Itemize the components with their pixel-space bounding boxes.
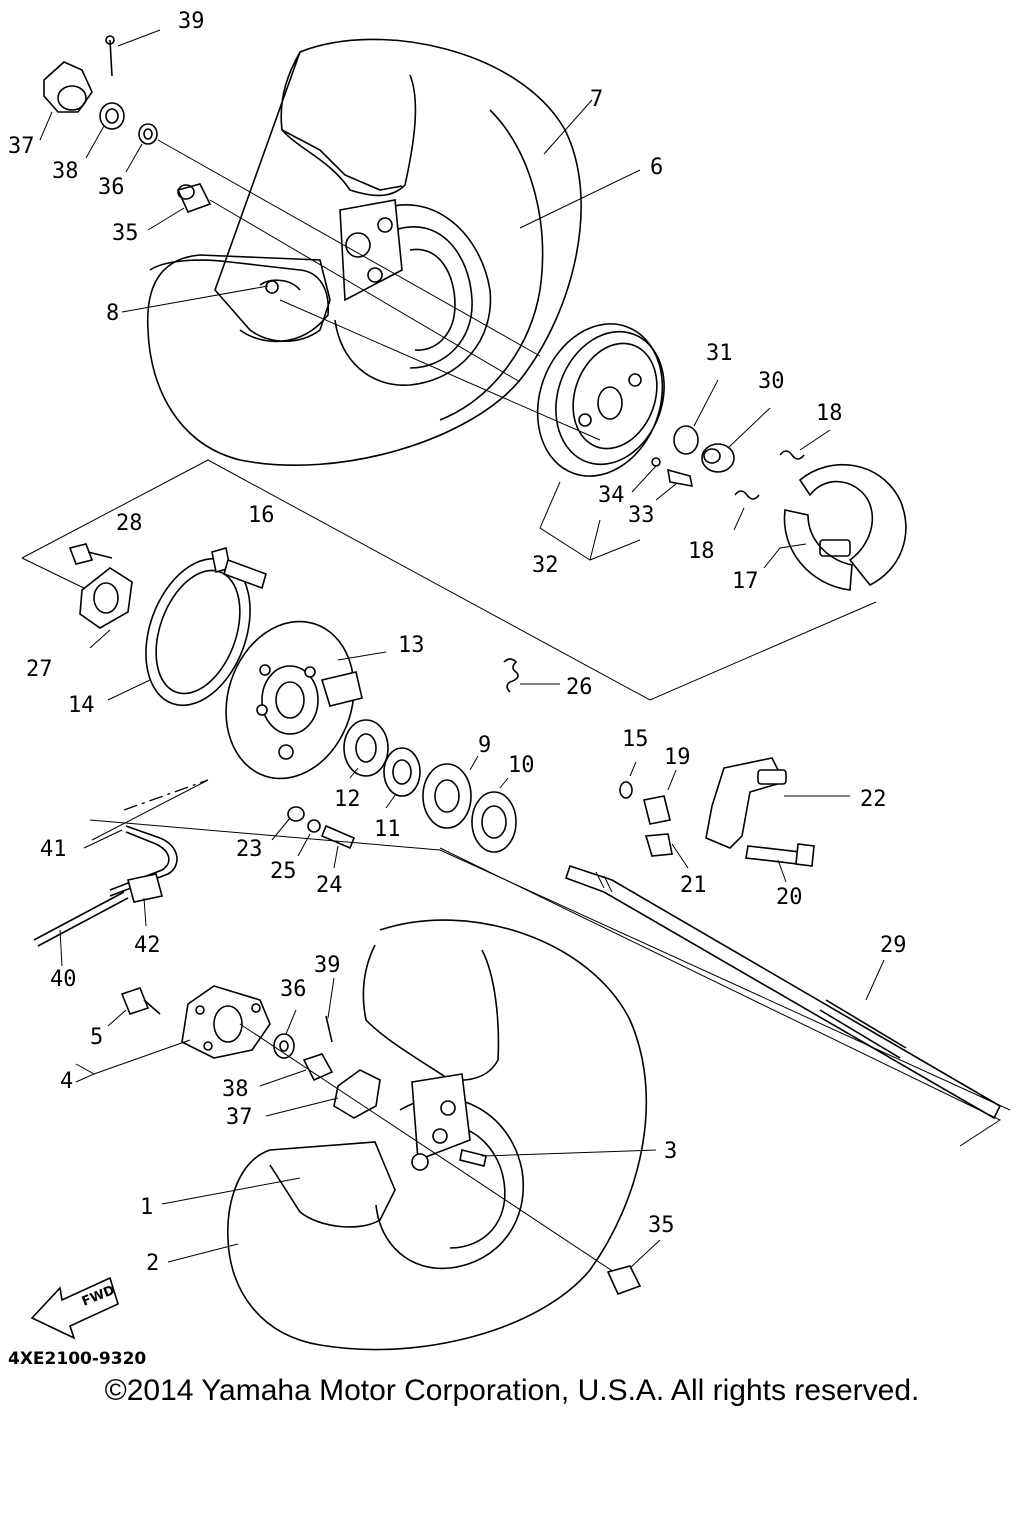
callout-40: 40 xyxy=(50,967,77,992)
upper-axis-lines xyxy=(157,139,601,441)
callout-38-lower: 38 xyxy=(222,1077,249,1102)
callout-7: 7 xyxy=(590,87,603,112)
callout-38-upper: 38 xyxy=(52,159,79,184)
upper-tire-drawing xyxy=(146,38,582,466)
callout-21: 21 xyxy=(680,873,707,898)
brake-panel-drawing xyxy=(225,620,363,780)
callout-2: 2 xyxy=(146,1251,159,1276)
callout-26: 26 xyxy=(566,675,593,700)
upper-hardware xyxy=(43,35,212,214)
lower-tire-drawing xyxy=(227,919,648,1351)
lower-assembly-frame xyxy=(89,819,1011,1147)
copyright-notice: ©2014 Yamaha Motor Corporation, U.S.A. A… xyxy=(104,1374,920,1407)
callout-34: 34 xyxy=(598,483,625,508)
callout-17: 17 xyxy=(732,569,759,594)
lower-hub-drawing xyxy=(120,985,642,1296)
axle-29-drawing xyxy=(564,864,1002,1120)
callout-35-lower: 35 xyxy=(648,1213,675,1238)
screws-23-25-drawing xyxy=(287,806,356,850)
cable-rod-drawing xyxy=(33,779,209,947)
bearings-drawing xyxy=(343,719,517,853)
callout-36-lower: 36 xyxy=(280,977,307,1002)
brake-drum-drawing xyxy=(536,323,665,477)
callout-10: 10 xyxy=(508,753,535,778)
callout-42: 42 xyxy=(134,933,161,958)
drum-small-parts xyxy=(651,425,805,500)
callout-37-upper: 37 xyxy=(8,134,35,159)
callout-18-lower: 18 xyxy=(688,539,715,564)
callout-37-lower: 37 xyxy=(226,1105,253,1130)
bracket-22-drawing xyxy=(643,757,815,867)
callout-24: 24 xyxy=(316,873,343,898)
callout-31: 31 xyxy=(706,341,733,366)
plate-27-drawing xyxy=(68,543,133,629)
callout-9: 9 xyxy=(478,733,491,758)
callout-16: 16 xyxy=(248,503,275,528)
callout-29: 29 xyxy=(880,933,907,958)
middle-assembly-frame xyxy=(21,459,877,841)
part-code: 4XE2100-9320 xyxy=(8,1349,146,1369)
callout-22: 22 xyxy=(860,787,887,812)
callout-labels: 39 37 38 36 35 8 7 6 31 30 18 34 33 18 3… xyxy=(8,9,907,1276)
callout-19: 19 xyxy=(664,745,691,770)
callout-36-upper: 36 xyxy=(98,175,125,200)
callout-13: 13 xyxy=(398,633,425,658)
spring-clip-drawing xyxy=(503,658,633,799)
callout-12: 12 xyxy=(334,787,361,812)
callout-4: 4 xyxy=(60,1069,73,1094)
callout-39-upper: 39 xyxy=(178,9,205,34)
callout-23: 23 xyxy=(236,837,263,862)
leader-lines xyxy=(39,29,885,1269)
brake-shoes-drawing xyxy=(783,463,907,591)
callout-5: 5 xyxy=(90,1025,103,1050)
callout-6: 6 xyxy=(650,155,663,180)
callout-15: 15 xyxy=(622,727,649,752)
callout-27: 27 xyxy=(26,657,53,682)
callout-39-lower: 39 xyxy=(314,953,341,978)
callout-35-upper: 35 xyxy=(112,221,139,246)
callout-33: 33 xyxy=(628,503,655,528)
callout-11: 11 xyxy=(374,817,401,842)
callout-32: 32 xyxy=(532,553,559,578)
callout-3: 3 xyxy=(664,1139,677,1164)
callout-25: 25 xyxy=(270,859,297,884)
callout-30: 30 xyxy=(758,369,785,394)
callout-1: 1 xyxy=(140,1195,153,1220)
callout-28: 28 xyxy=(116,511,143,536)
callout-20: 20 xyxy=(776,885,803,910)
callout-14: 14 xyxy=(68,693,95,718)
callout-41: 41 xyxy=(40,837,67,862)
callout-18-upper: 18 xyxy=(816,401,843,426)
callout-8: 8 xyxy=(106,301,119,326)
bolt-16-drawing xyxy=(211,546,267,590)
fwd-arrow-icon: FWD xyxy=(30,1276,119,1340)
